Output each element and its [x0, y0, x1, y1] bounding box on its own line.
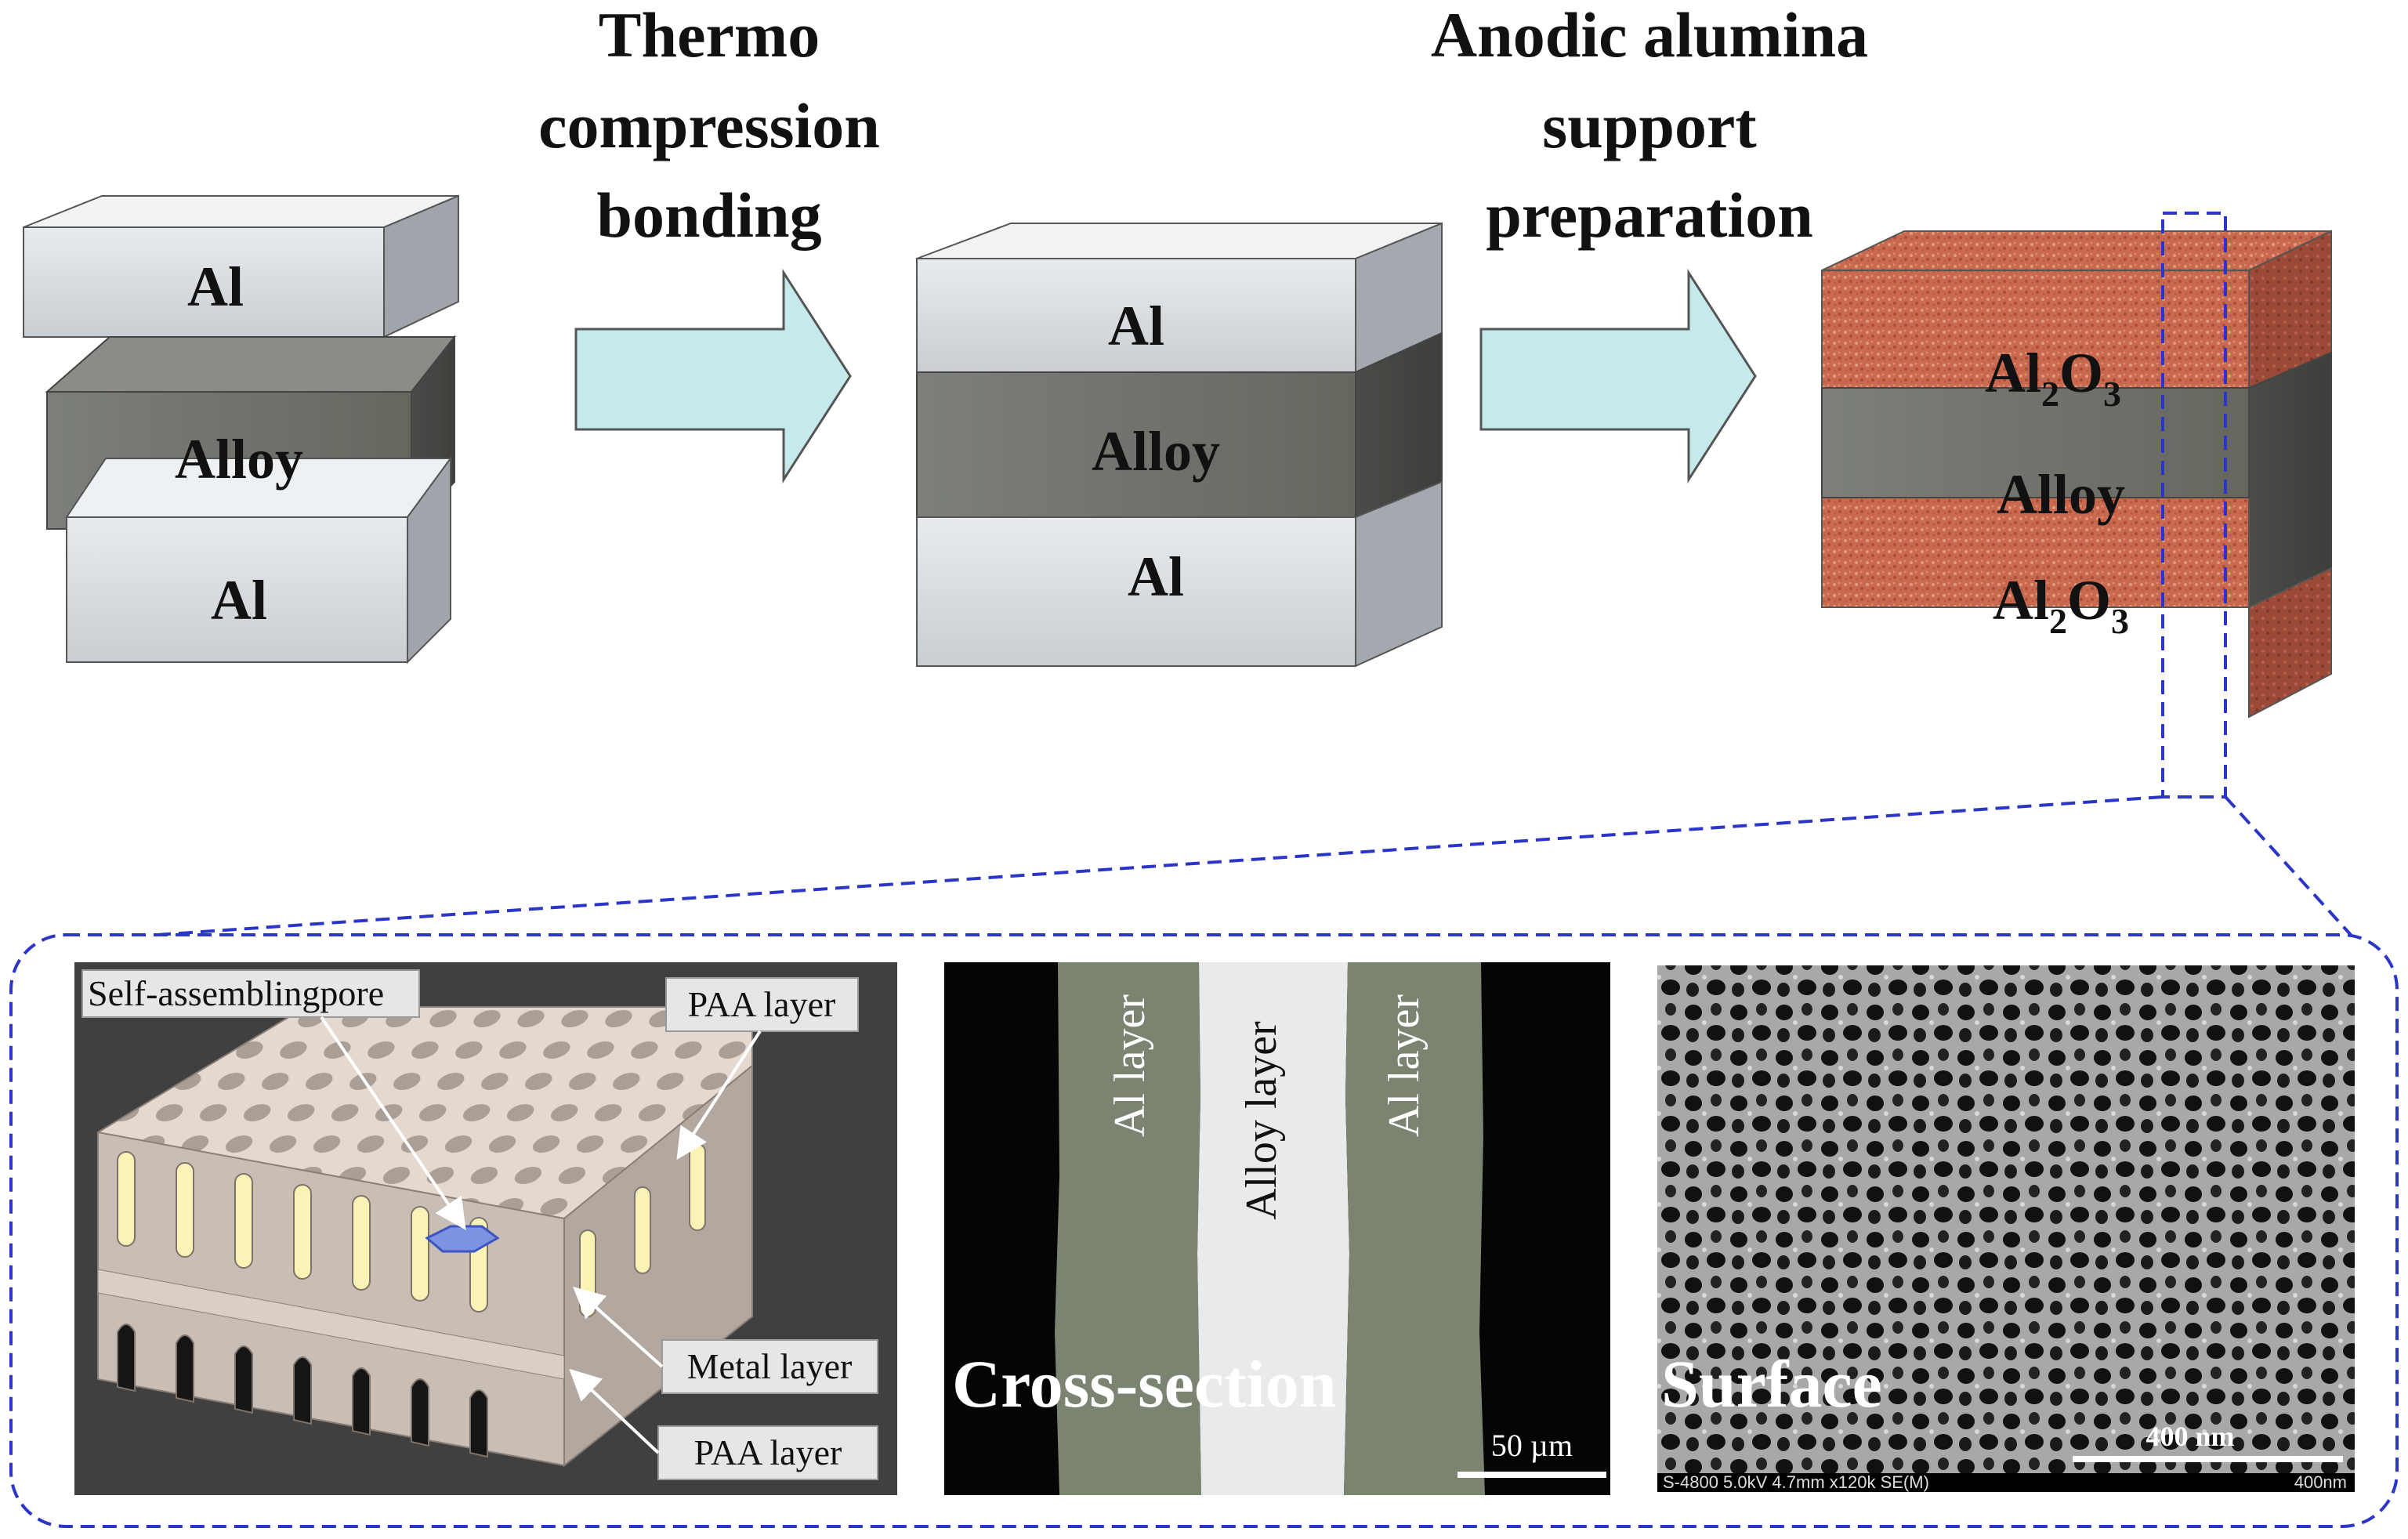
block-alloy [916, 371, 1356, 518]
pore-label: Self-assemblingpore [88, 973, 384, 1013]
sem-footer-scale: 400nm [2294, 1472, 2347, 1492]
surface-caption: Surface [1661, 1346, 1882, 1421]
stack-bonded: Al Alloy Al [916, 222, 1443, 668]
step1-title-line3: bonding [596, 179, 821, 251]
stack2-label-bottom: Al [1128, 545, 1184, 608]
stack3-label-top: Al2O3 [1985, 342, 2121, 414]
metal-label: Metal layer [687, 1346, 853, 1386]
step2-title-line2: support [1542, 90, 1756, 161]
cross-label-al-left: Al layer [1106, 994, 1154, 1137]
stack1-label-middle: Alloy [175, 428, 303, 491]
stack3-label-middle: Alloy [1997, 463, 2125, 526]
step2-title-line3: preparation [1486, 179, 1813, 251]
stack2-label-top: Al [1108, 295, 1164, 357]
cross-label-al-right: Al layer [1380, 994, 1429, 1137]
alloy-layer-center [1197, 962, 1349, 1495]
process-arrow-2 [1479, 268, 1757, 484]
surface-scale-bar [2073, 1456, 2343, 1462]
panel-model: Self-assemblingpore PAA layer Metal laye… [74, 962, 897, 1495]
block-al-bottom [916, 516, 1356, 667]
step2-title: Anodic alumina support preparation [1431, 0, 1868, 251]
stack2-label-middle: Alloy [1092, 420, 1220, 483]
block-al-top [916, 258, 1356, 373]
cross-scale-bar [1457, 1472, 1606, 1478]
zoom-line-right [2224, 795, 2352, 936]
cross-section-caption: Cross-section [952, 1346, 1336, 1421]
sem-footer-info: S-4800 5.0kV 4.7mm x120k SE(M) [1663, 1472, 1929, 1492]
step1-title-line2: compression [538, 90, 880, 161]
step2-title-line1: Anodic alumina [1431, 0, 1868, 71]
zoom-region-box [2161, 212, 2227, 798]
step1-title: Thermo compression bonding [538, 0, 880, 251]
al-layer-left [1055, 962, 1201, 1495]
plate-al-bottom [66, 516, 408, 663]
paa-top-label: PAA layer [688, 984, 836, 1024]
cross-scale-text: 50 µm [1491, 1428, 1573, 1463]
stack-anodized: Al2O3 Alloy Al2O3 [1821, 230, 2332, 719]
zoom-line-left [156, 795, 2164, 936]
model-paa-slots-bottom [117, 1324, 488, 1458]
plate-al-top [23, 226, 385, 338]
stack3-label-bottom: Al2O3 [1993, 569, 2129, 641]
panel-surface: S-4800 5.0kV 4.7mm x120k SE(M) 400nm Sur… [1657, 965, 2355, 1492]
block-oxide-top [1821, 270, 2250, 389]
detail-frame [9, 933, 2399, 1528]
process-arrow-1 [574, 268, 852, 484]
stack1-label-top: Al [187, 255, 244, 318]
al-layer-right [1344, 962, 1485, 1495]
step1-title-line1: Thermo [599, 0, 820, 71]
stack-separated: Al Alloy Al [23, 194, 459, 664]
stack1-label-bottom: Al [211, 569, 267, 632]
paa-bottom-label: PAA layer [694, 1432, 842, 1472]
surface-scale-text: 400 nm [2145, 1421, 2234, 1452]
cross-label-alloy: Alloy layer [1237, 1021, 1286, 1220]
panel-cross-section: Al layer Alloy layer Al layer Cross-sect… [944, 962, 1610, 1495]
